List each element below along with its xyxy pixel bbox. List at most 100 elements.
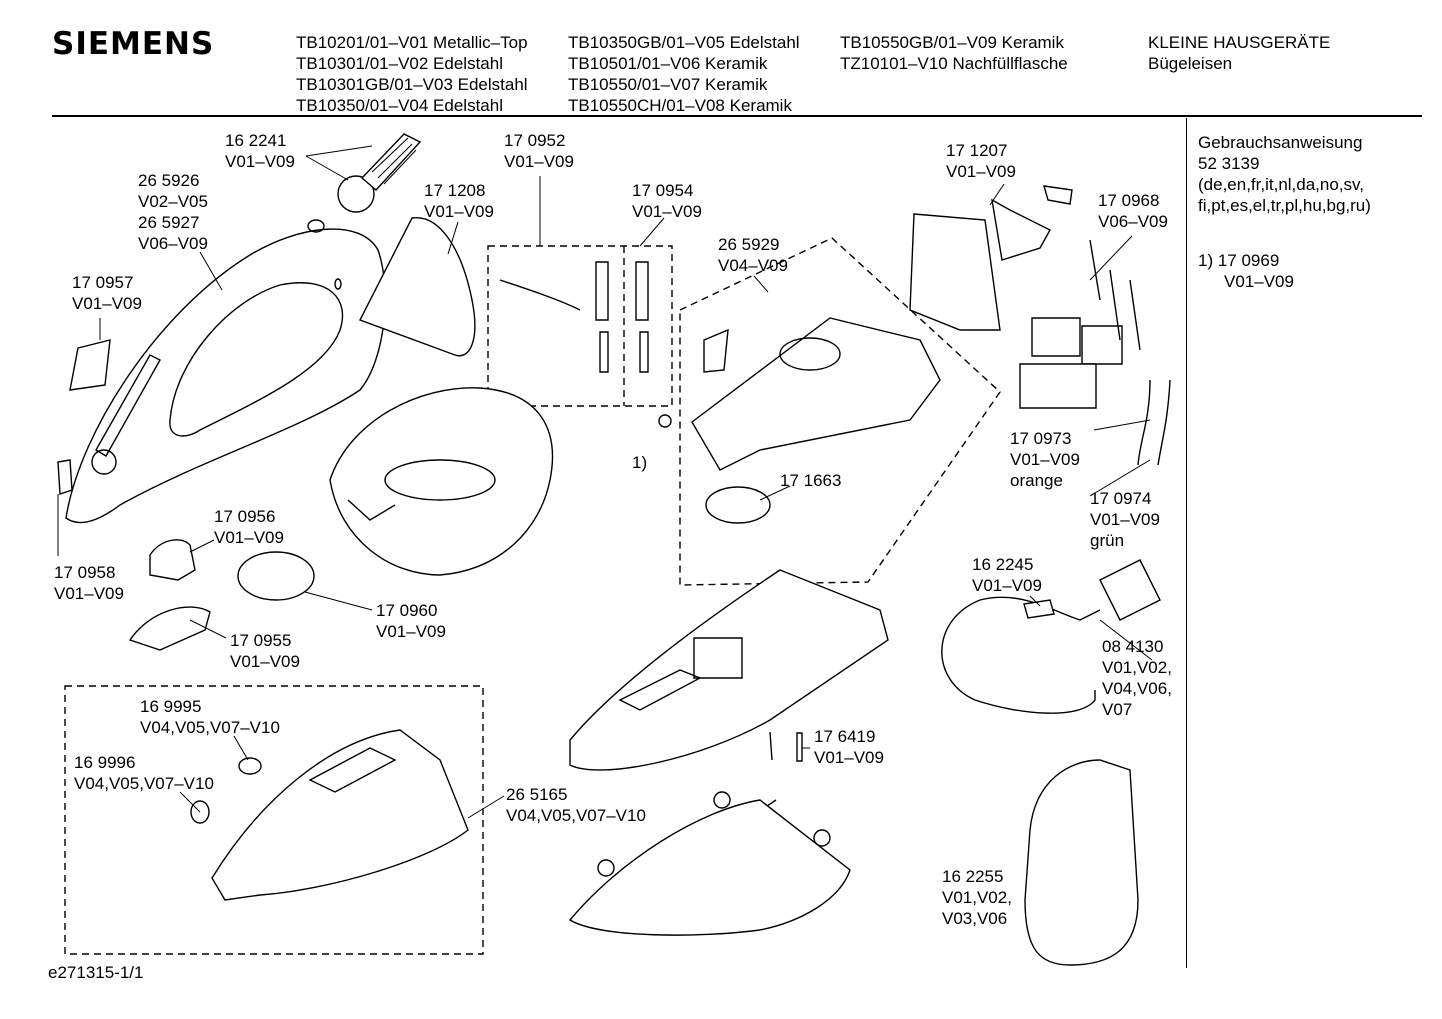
label-line: V01–V09 xyxy=(1090,510,1160,529)
manual-line: 52 3139 xyxy=(1198,154,1260,173)
label-line: V04,V05,V07–V10 xyxy=(506,806,646,825)
model-line: TB10501/01–V06 Keramik xyxy=(568,54,768,73)
part-label-171207: 17 1207 V01–V09 xyxy=(946,140,1016,182)
label-line: V07 xyxy=(1102,700,1133,719)
leader-lines xyxy=(58,146,1152,818)
label-line: V04,V06, xyxy=(1102,679,1172,698)
tank-cap-171663 xyxy=(706,487,770,523)
part-label-170956: 17 0956 V01–V09 xyxy=(214,506,284,548)
header-rule xyxy=(52,115,1422,117)
part-label-169995: 16 9995 V04,V05,V07–V10 xyxy=(140,696,280,738)
category-subtitle: Bügeleisen xyxy=(1148,54,1233,73)
manual-reference: Gebrauchsanweisung 52 3139 (de,en,fr,it,… xyxy=(1198,132,1371,216)
label-line: 17 0958 xyxy=(54,563,116,582)
label-line: V01–V09 xyxy=(1010,450,1080,469)
label-line: 17 1207 xyxy=(946,141,1008,160)
steam-button-170955 xyxy=(130,607,210,650)
part-label-265929: 26 5929 V04–V09 xyxy=(718,234,788,276)
label-line: V06–V09 xyxy=(138,234,208,253)
group-box-soleplate xyxy=(65,686,483,954)
label-line: V01–V09 xyxy=(225,152,295,171)
category-title: KLEINE HAUSGERÄTE xyxy=(1148,33,1331,52)
model-line: TZ10101–V10 Nachfüllflasche xyxy=(840,54,1068,73)
steam-knob xyxy=(338,134,420,212)
part-label-170960: 17 0960 V01–V09 xyxy=(376,600,446,642)
label-line: V01–V09 xyxy=(972,576,1042,595)
label-line: 17 0954 xyxy=(632,181,694,200)
label-line: V01,V02, xyxy=(942,888,1012,907)
label-line: V01–V09 xyxy=(54,584,124,603)
label-line: 17 0957 xyxy=(72,273,134,292)
disc-170960 xyxy=(238,552,314,600)
circuit-board xyxy=(1032,318,1080,356)
part-label-169996: 16 9996 V04,V05,V07–V10 xyxy=(74,752,214,794)
part-label-170974: 17 0974 V01–V09 grün xyxy=(1090,488,1160,551)
soleplate-cover xyxy=(191,730,468,900)
rear-cover xyxy=(360,218,475,356)
front-shell xyxy=(330,388,552,575)
label-line: V01–V09 xyxy=(72,294,142,313)
model-line: TB10550GB/01–V09 Keramik xyxy=(840,33,1064,52)
part-label-170957: 17 0957 V01–V09 xyxy=(72,272,142,314)
brand-logo: SIEMENS xyxy=(52,26,215,62)
pump-171207 xyxy=(992,200,1050,260)
manual-line: Gebrauchsanweisung xyxy=(1198,133,1363,152)
label-line: 16 2255 xyxy=(942,867,1004,886)
power-cord xyxy=(942,560,1160,713)
iron-body xyxy=(570,570,888,770)
part-label-170952: 17 0952 V01–V09 xyxy=(504,130,574,172)
part-label-162255: 16 2255 V01,V02, V03,V06 xyxy=(942,866,1012,929)
label-line: 17 1663 xyxy=(780,471,842,490)
part-label-176419: 17 6419 V01–V09 xyxy=(814,726,884,768)
label-line: 17 0952 xyxy=(504,131,566,150)
drawing-code: e271315-1/1 xyxy=(48,963,144,982)
manual-line: (de,en,fr,it,nl,da,no,sv, xyxy=(1198,175,1364,194)
model-list-col1: TB10201/01–V01 Metallic–Top TB10301/01–V… xyxy=(296,32,528,116)
part-label-162241: 16 2241 V01–V09 xyxy=(225,130,295,172)
group-box-rail xyxy=(488,246,672,406)
part-label-171208: 17 1208 V01–V09 xyxy=(424,180,494,222)
label-line: V01–V09 xyxy=(230,652,300,671)
sidebar-divider xyxy=(1186,118,1187,968)
label-line: 16 9995 xyxy=(140,697,202,716)
wire-orange-green xyxy=(1138,380,1170,465)
label-line: V01–V09 xyxy=(504,152,574,171)
model-line: TB10301/01–V02 Edelstahl xyxy=(296,54,503,73)
footnote-1: 1) 17 0969 V01–V09 xyxy=(1198,250,1294,292)
clip xyxy=(1044,186,1072,204)
label-line: 17 1208 xyxy=(424,181,486,200)
label-line: V06–V09 xyxy=(1098,212,1168,231)
button-170957 xyxy=(70,340,110,390)
part-label-170954: 17 0954 V01–V09 xyxy=(632,180,702,222)
label-line: 17 0974 xyxy=(1090,489,1152,508)
label-line: V01–V09 xyxy=(814,748,884,767)
part-label-footnote-1: 1) xyxy=(632,452,647,473)
model-list-col3: TB10550GB/01–V09 Keramik TZ10101–V10 Nac… xyxy=(840,32,1068,74)
label-line: grün xyxy=(1090,531,1125,550)
group-boxes xyxy=(65,238,1000,954)
label-line: V04,V05,V07–V10 xyxy=(140,718,280,737)
label-line: V01–V09 xyxy=(424,202,494,221)
rail-parts xyxy=(500,262,648,372)
refill-bottle xyxy=(1025,760,1138,965)
label-line: 26 5927 xyxy=(138,213,200,232)
screw-176419 xyxy=(797,733,802,761)
part-label-170968: 17 0968 V06–V09 xyxy=(1098,190,1168,232)
label-line: 26 5926 xyxy=(138,171,200,190)
label-line: 17 0960 xyxy=(376,601,438,620)
label-line: 16 9996 xyxy=(74,753,136,772)
footnote-line: 1) 17 0969 xyxy=(1198,251,1280,270)
label-line: V02–V05 xyxy=(138,192,208,211)
label-line: orange xyxy=(1010,471,1063,490)
soleplate xyxy=(570,792,850,935)
model-line: TB10550CH/01–V08 Keramik xyxy=(568,96,792,115)
label-line: V03,V06 xyxy=(942,909,1008,928)
terminal-block xyxy=(1020,364,1096,408)
label-line: 17 0968 xyxy=(1098,191,1160,210)
category-block: KLEINE HAUSGERÄTE Bügeleisen xyxy=(1148,32,1330,74)
label-line: V01–V09 xyxy=(214,528,284,547)
label-line: V04,V05,V07–V10 xyxy=(74,774,214,793)
footnote-line: V01–V09 xyxy=(1224,272,1294,291)
label-line: 16 2245 xyxy=(972,555,1034,574)
